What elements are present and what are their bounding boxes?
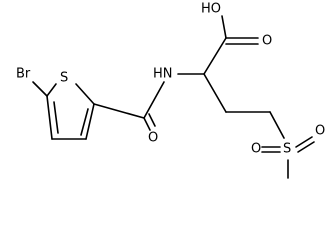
bond-s-o-right-2: [297, 141, 315, 153]
bond-ch2-s: [269, 111, 285, 139]
bond-c2-carbonyl: [93, 103, 145, 119]
bond-s-c2: [75, 83, 95, 105]
atom-labels: Br S HN O HO O S O O: [16, 2, 325, 157]
bond-br-c5: [32, 81, 48, 97]
bond-calpha-cacid: [203, 37, 227, 75]
bonds: [32, 15, 315, 179]
bond-c2-c3-inner: [80, 108, 89, 136]
atom-hn: HN: [153, 67, 173, 82]
bond-calpha-ch2: [203, 73, 227, 113]
atom-o-acid: O: [262, 34, 272, 49]
bond-c4-c5: [46, 95, 53, 140]
bond-c2-c3: [85, 103, 95, 140]
atom-o-sulfonyl-left: O: [251, 142, 261, 157]
atom-br: Br: [16, 67, 31, 82]
chemical-structure-diagram: Br S HN O HO O S O O: [16, 2, 325, 179]
atom-s-ring: S: [60, 71, 68, 86]
atom-oh: HO: [201, 2, 221, 17]
atom-o-amide: O: [148, 131, 158, 146]
atom-s-sulfonyl: S: [283, 142, 291, 157]
bond-cacid-oh: [221, 15, 227, 39]
bond-c5-s: [46, 83, 57, 97]
bond-carbonyl-o-2: [148, 113, 156, 127]
bond-c4-c5-inner: [53, 101, 59, 134]
bond-s-o-right-1: [295, 136, 313, 148]
atom-o-sulfonyl-right: O: [315, 124, 325, 139]
bond-carbonyl-n: [143, 81, 165, 119]
bond-carbonyl-o-1: [143, 117, 151, 131]
